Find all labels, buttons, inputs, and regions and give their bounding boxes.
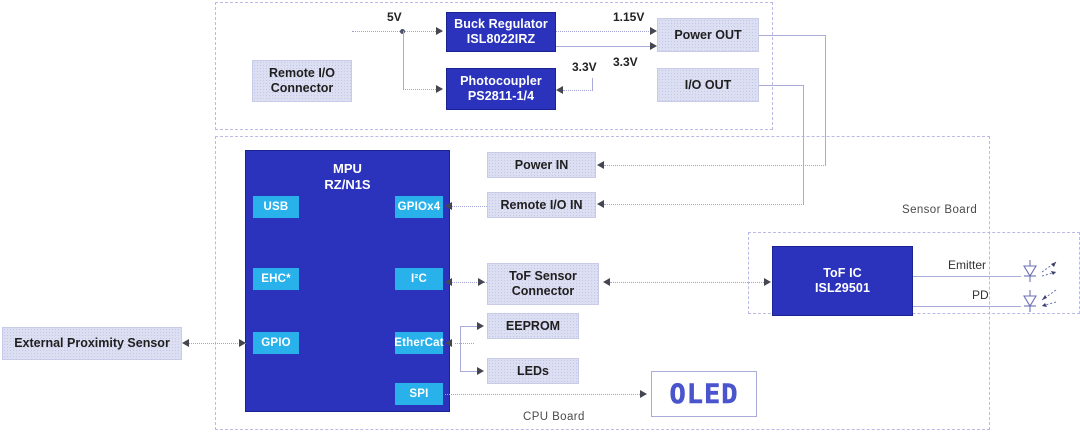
- line-io-out-down: [803, 85, 804, 204]
- arrow-into-tof-connector-right: [603, 278, 610, 286]
- mpu-title-line2: RZ/N1S: [324, 177, 371, 193]
- arrow-into-gpio: [239, 339, 246, 347]
- mpu-port-ehc[interactable]: EHC*: [253, 268, 299, 290]
- power-in-block[interactable]: Power IN: [487, 152, 596, 178]
- arrow-into-tof-ic: [764, 278, 771, 286]
- photocoupler-line2: PS2811-1/4: [467, 89, 535, 103]
- tof-ic-line1: ToF IC: [823, 265, 862, 280]
- leds-label: LEDs: [517, 363, 549, 378]
- arrow-into-tof-connector-left: [478, 278, 485, 286]
- remote-io-connector-block[interactable]: Remote I/O Connector: [252, 60, 352, 102]
- external-proximity-sensor-block[interactable]: External Proximity Sensor: [2, 327, 182, 360]
- leds-block[interactable]: LEDs: [487, 358, 579, 384]
- line-proximity-to-gpio: [189, 343, 246, 344]
- arrow-into-remote-io-in: [597, 200, 604, 208]
- remote-io-in-label: Remote I/O IN: [500, 197, 583, 212]
- line-io-out-right: [759, 85, 803, 86]
- line-5v-to-photocoupler: [403, 89, 442, 90]
- line-ethercat-riser: [460, 326, 461, 371]
- mpu-port-usb[interactable]: USB: [253, 196, 299, 218]
- mpu-port-ethercat[interactable]: EtherCat: [394, 332, 444, 354]
- mpu-title: MPU RZ/N1S: [246, 161, 449, 194]
- line-tof-ic-to-pd: [913, 306, 1021, 307]
- arrow-5v-into-buck: [436, 27, 443, 35]
- photocoupler-block[interactable]: Photocoupler PS2811-1/4: [446, 68, 556, 110]
- line-1v15-to-power-out: [556, 31, 655, 32]
- line-tof-connector-to-tof-ic: [610, 282, 768, 283]
- line-ethercat-to-leds: [460, 371, 480, 372]
- line-remote-io-in-to-gpiox4: [452, 206, 487, 207]
- arrow-5v-into-photocoupler: [436, 85, 443, 93]
- external-proximity-sensor-label: External Proximity Sensor: [14, 336, 170, 350]
- arrow-into-power-in: [597, 161, 604, 169]
- arrow-into-i2c: [445, 278, 452, 286]
- mpu-port-spi[interactable]: SPI: [395, 383, 443, 405]
- line-i2c-to-tof-connector: [452, 282, 487, 283]
- line-power-out-down: [825, 35, 826, 165]
- line-power-out-to-power-in: [604, 165, 826, 166]
- label-5v: 5V: [387, 10, 402, 24]
- tof-sensor-connector-line2: Connector: [511, 284, 575, 298]
- arrow-into-gpiox4: [445, 202, 452, 210]
- label-1v15: 1.15V: [613, 10, 645, 24]
- line-ethercat-to-eeprom: [460, 326, 480, 327]
- arrow-1v15-into-power-out: [650, 27, 657, 35]
- tof-sensor-connector-block[interactable]: ToF Sensor Connector: [487, 263, 599, 305]
- arrow-into-oled: [640, 390, 647, 398]
- io-out-label: I/O OUT: [684, 77, 732, 92]
- sensor-board-label: Sensor Board: [902, 204, 978, 216]
- buck-regulator-line2: ISL8022IRZ: [466, 32, 536, 46]
- label-3v3-a: 3.3V: [572, 60, 597, 74]
- arrow-3v3-into-power-out: [650, 42, 657, 50]
- buck-regulator-line1: Buck Regulator: [454, 16, 548, 31]
- emitter-diode-icon: [1023, 260, 1057, 282]
- oled-label: OLED: [669, 378, 739, 410]
- arrow-into-eeprom: [477, 322, 484, 330]
- arrow-into-proximity-sensor: [182, 339, 189, 347]
- line-3v3-from-buck: [556, 46, 655, 47]
- io-out-block[interactable]: I/O OUT: [657, 68, 759, 102]
- power-in-label: Power IN: [514, 157, 569, 172]
- buck-regulator-block[interactable]: Buck Regulator ISL8022IRZ: [446, 12, 556, 52]
- power-out-block[interactable]: Power OUT: [657, 18, 759, 52]
- line-spi-to-oled: [445, 394, 644, 395]
- photocoupler-line1: Photocoupler: [460, 73, 542, 88]
- arrow-into-leds: [477, 367, 484, 375]
- mpu-port-gpio[interactable]: GPIO: [253, 332, 299, 354]
- eeprom-label: EEPROM: [505, 318, 561, 333]
- emitter-label: Emitter: [948, 258, 987, 272]
- tof-sensor-connector-line1: ToF Sensor: [509, 269, 577, 283]
- power-out-label: Power OUT: [674, 27, 742, 42]
- photodiode-icon: [1023, 289, 1057, 312]
- remote-io-connector-line1: Remote I/O: [269, 66, 335, 80]
- line-power-out-right: [759, 35, 825, 36]
- line-tof-ic-to-emitter: [913, 276, 1021, 277]
- arrow-into-ethercat: [445, 339, 452, 347]
- mpu-title-line1: MPU: [333, 161, 362, 176]
- line-ethercat-stub: [455, 343, 474, 344]
- arrow-3v3-into-photocoupler: [556, 86, 563, 94]
- eeprom-block[interactable]: EEPROM: [487, 313, 579, 339]
- cpu-board-boundary: [215, 136, 990, 430]
- line-5v-branch-down: [403, 31, 404, 89]
- line-5v-to-buck: [352, 31, 442, 32]
- junction-dot-5v: [400, 28, 405, 34]
- remote-io-connector-line2: Connector: [270, 81, 334, 95]
- oled-block[interactable]: OLED: [651, 371, 757, 417]
- cpu-board-label: CPU Board: [523, 411, 585, 423]
- line-3v3-tap-down: [592, 78, 593, 91]
- pd-label: PD: [972, 288, 989, 302]
- power-board-boundary: [215, 2, 773, 130]
- mpu-port-gpiox4[interactable]: GPIOx4: [395, 196, 443, 218]
- remote-io-in-block[interactable]: Remote I/O IN: [487, 192, 596, 218]
- label-3v3-b: 3.3V: [613, 55, 638, 69]
- tof-ic-line2: ISL29501: [814, 281, 870, 295]
- mpu-port-i2c[interactable]: I²C: [395, 268, 443, 290]
- line-io-out-to-remote-io-in: [604, 204, 804, 205]
- line-3v3-into-photocoupler: [563, 90, 593, 91]
- tof-ic-block[interactable]: ToF IC ISL29501: [772, 246, 913, 316]
